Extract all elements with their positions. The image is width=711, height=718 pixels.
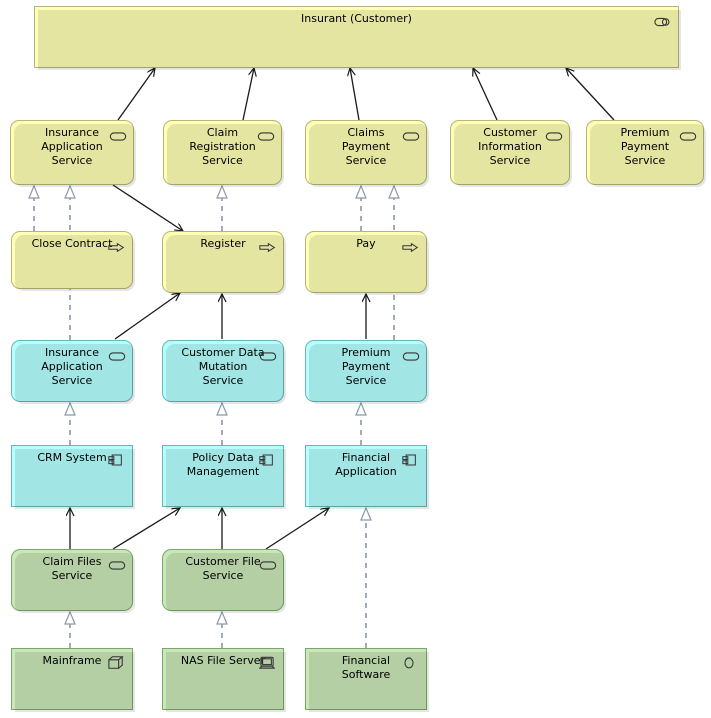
service-icon (109, 127, 127, 141)
relationship-serving-ins-app-svc-to-insurant[interactable] (117, 68, 155, 121)
element-label: Financial Application (335, 451, 397, 478)
element-label: Premium Payment Service (341, 346, 391, 387)
element-register[interactable]: Register (162, 231, 286, 295)
element-pay[interactable]: Pay (305, 231, 429, 295)
element-crm-system[interactable]: CRM System (11, 445, 135, 509)
element-label: Insurance Application Service (41, 346, 103, 387)
element-financial-app[interactable]: Financial Application (305, 445, 429, 509)
element-label: Close Contract (31, 237, 113, 250)
relationship-serving-claim-files-svc-to-policy-data-mgmt[interactable] (112, 508, 180, 550)
process-icon (108, 238, 126, 253)
device-icon (258, 655, 277, 669)
element-label: Customer Information Service (478, 126, 542, 167)
element-label: Claim Files Service (42, 555, 102, 582)
element-label: Mainframe (42, 654, 102, 667)
service-icon (259, 347, 277, 361)
process-icon (402, 238, 420, 253)
application-component-icon (108, 452, 126, 466)
element-ins-app-svc-app[interactable]: Insurance Application Service (11, 340, 135, 404)
element-financial-software[interactable]: Financial Software (305, 648, 429, 712)
business-role-icon (654, 13, 672, 27)
element-label: Financial Software (341, 654, 391, 681)
element-label: Pay (356, 237, 376, 250)
element-label: Insurant (Customer) (301, 12, 412, 25)
element-nas-file-server[interactable]: NAS File Server (162, 648, 286, 712)
relationship-serving-ins-app-svc-to-register[interactable] (112, 184, 183, 231)
service-icon (402, 347, 420, 361)
element-policy-data-mgmt[interactable]: Policy Data Management (162, 445, 286, 509)
relationship-serving-customer-file-svc-to-financial-app[interactable] (265, 508, 329, 550)
service-icon (259, 556, 277, 570)
element-claim-files-svc[interactable]: Claim Files Service (11, 549, 135, 613)
element-customer-file-svc[interactable]: Customer File Service (162, 549, 286, 613)
element-label: Claims Payment Service (341, 126, 391, 167)
element-mainframe[interactable]: Mainframe (11, 648, 135, 712)
element-prem-pay-svc-biz[interactable]: Premium Payment Service (586, 120, 706, 187)
element-claims-pay-svc[interactable]: Claims Payment Service (305, 120, 429, 187)
element-label: Register (200, 237, 246, 250)
application-component-icon (402, 452, 420, 466)
relationship-serving-ins-app-svc-app-to-register[interactable] (114, 293, 180, 340)
element-label: Customer Data Mutation Service (181, 346, 265, 387)
element-label: Claim Registration Service (189, 126, 256, 167)
element-label: Insurance Application Service (41, 126, 103, 167)
element-label: CRM System (37, 451, 107, 464)
service-icon (545, 127, 563, 141)
relationship-serving-cust-info-svc-to-insurant[interactable] (473, 68, 498, 121)
element-label: Customer File Service (185, 555, 261, 582)
element-prem-pay-svc-app[interactable]: Premium Payment Service (305, 340, 429, 404)
application-component-icon (259, 452, 277, 466)
service-icon (679, 127, 697, 141)
system-software-icon (402, 655, 420, 669)
element-label: NAS File Server (180, 654, 266, 667)
element-insurant[interactable]: Insurant (Customer) (34, 6, 681, 70)
element-cust-data-mut-svc[interactable]: Customer Data Mutation Service (162, 340, 286, 404)
process-icon (259, 238, 277, 253)
relationship-serving-claims-pay-svc-to-insurant[interactable] (350, 68, 360, 121)
relationship-serving-prem-pay-svc-biz-to-insurant[interactable] (566, 68, 615, 121)
element-ins-app-svc[interactable]: Insurance Application Service (10, 120, 136, 187)
service-icon (108, 347, 126, 361)
service-icon (108, 556, 126, 570)
element-cust-info-svc[interactable]: Customer Information Service (450, 120, 572, 187)
service-icon (257, 127, 275, 141)
relationship-serving-claim-reg-svc-to-insurant[interactable] (242, 68, 254, 121)
node-icon (108, 655, 126, 669)
element-label: Policy Data Management (186, 451, 260, 478)
service-icon (402, 127, 420, 141)
element-claim-reg-svc[interactable]: Claim Registration Service (163, 120, 284, 187)
element-close-contract[interactable]: Close Contract (11, 231, 135, 291)
element-label: Premium Payment Service (620, 126, 670, 167)
